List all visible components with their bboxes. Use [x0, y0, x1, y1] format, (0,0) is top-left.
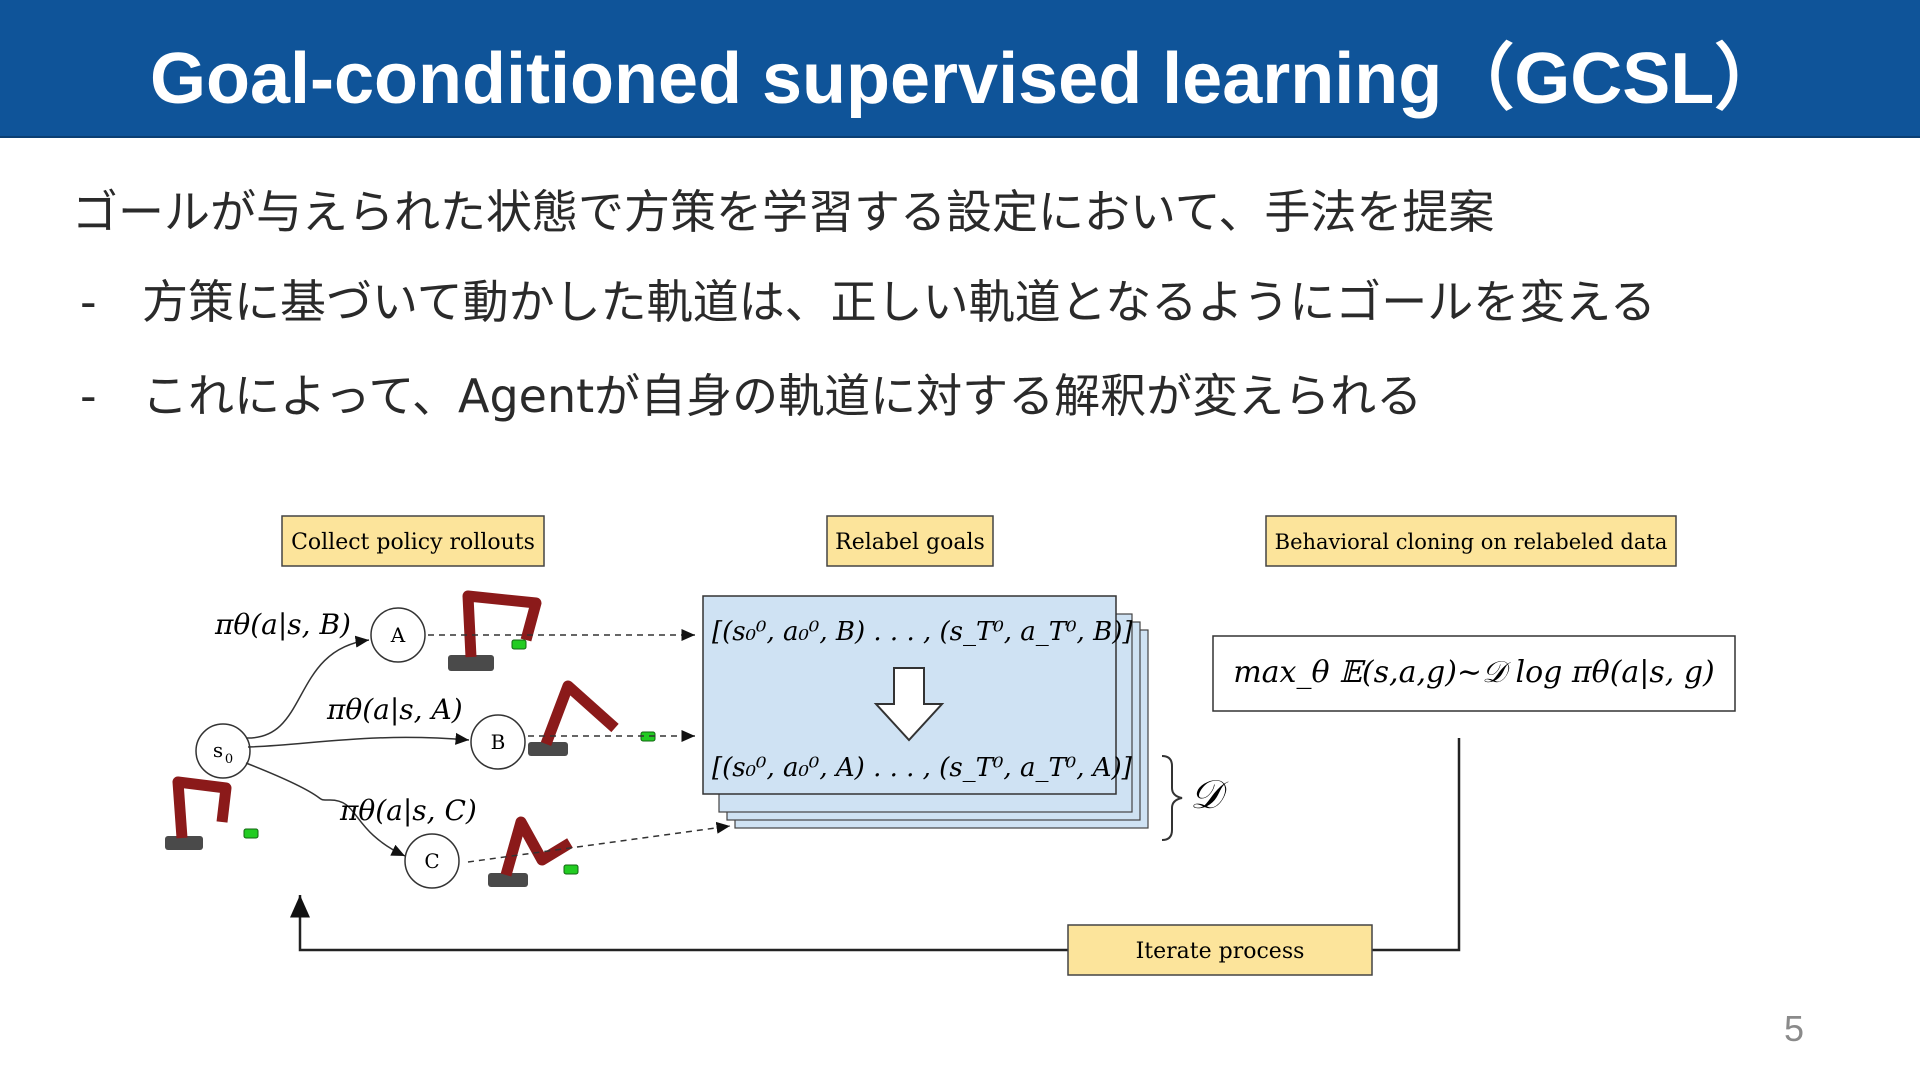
rollout-arrow-c: [467, 821, 731, 863]
stage-relabel-box: Relabel goals: [826, 515, 994, 567]
edge-s0-c: [245, 762, 406, 857]
bullet-marker: -: [80, 275, 97, 329]
stage-collect-label: Collect policy rollouts: [291, 530, 535, 555]
trajectory-after: [(s₀⁰, a₀⁰, A) . . . , (s_T⁰, a_T⁰, A)]: [712, 753, 1133, 783]
robot-a-icon: [448, 590, 542, 671]
node-b: B: [470, 714, 526, 770]
edge-s0-a: [245, 635, 370, 739]
loop-line-left: [290, 895, 1068, 952]
slide-title: Goal-conditioned supervised learning（GCS…: [150, 39, 1787, 119]
svg-text:B: B: [491, 730, 506, 754]
bullet-text: これによって、Agentが自身の軌道に対する解釈が変えられる: [142, 369, 1423, 423]
stage-iterate-label: Iterate process: [1136, 939, 1305, 964]
dataset-symbol: 𝒟: [1190, 772, 1229, 818]
objective-box: max_θ 𝔼(s,a,g)∼𝒟 log πθ(a|s, g): [1212, 635, 1736, 712]
dataset-brace: [1161, 755, 1183, 841]
robot-start-icon: [165, 776, 259, 850]
lead-text: ゴールが与えられた状態で方策を学習する設定において、手法を提案: [72, 185, 1495, 239]
page-number: 5: [1784, 1008, 1805, 1049]
stage-bc-label: Behavioral cloning on relabeled data: [1275, 530, 1668, 554]
policy-label-b: πθ(a|s, B): [214, 608, 351, 641]
stage-collect-box: Collect policy rollouts: [281, 515, 545, 567]
robot-c-icon: [488, 816, 579, 887]
down-arrow-icon: [873, 667, 945, 742]
title-bar: Goal-conditioned supervised learning（GCS…: [0, 0, 1920, 138]
loop-line-right: [1372, 738, 1461, 952]
bullet-marker: -: [80, 369, 97, 423]
policy-label-c: πθ(a|s, C): [339, 794, 477, 827]
node-s0-label: s: [213, 738, 223, 762]
node-s0-sub: 0: [225, 752, 233, 767]
dataset-stack: [702, 595, 1149, 829]
svg-text:C: C: [424, 849, 439, 873]
stage-relabel-label: Relabel goals: [835, 530, 985, 555]
node-c: C: [404, 833, 460, 889]
trajectory-before: [(s₀⁰, a₀⁰, B) . . . , (s_T⁰, a_T⁰, B)]: [712, 617, 1133, 647]
objective-formula: max_θ 𝔼(s,a,g)∼𝒟 log πθ(a|s, g): [1233, 655, 1715, 690]
node-a: A: [370, 607, 426, 663]
bullet-text: 方策に基づいて動かした軌道は、正しい軌道となるようにゴールを変える: [142, 275, 1656, 329]
svg-text:A: A: [390, 623, 406, 647]
stage-iterate-box: Iterate process: [1067, 924, 1373, 976]
node-s0: s 0: [195, 723, 251, 779]
gcsl-diagram: Collect policy rollouts Relabel goals Be…: [165, 515, 1736, 976]
stage-bc-box: Behavioral cloning on relabeled data: [1265, 515, 1677, 567]
edge-s0-b: [247, 732, 470, 748]
policy-label-a: πθ(a|s, A): [326, 693, 463, 726]
robot-b-icon: [528, 680, 656, 756]
